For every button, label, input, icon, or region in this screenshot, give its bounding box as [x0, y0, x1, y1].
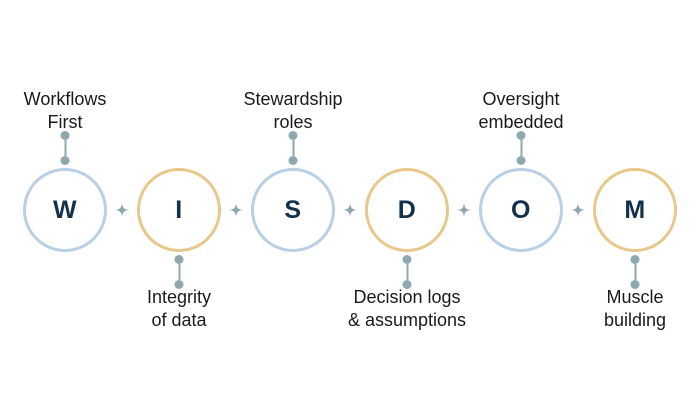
node-label-o: Oversight embedded: [478, 88, 564, 132]
connector-pin-w: [60, 131, 70, 165]
node-ring-m: [593, 168, 677, 252]
connector-dot-top: [630, 255, 640, 264]
node-label-w: Workflows First: [23, 88, 107, 132]
connector-pin-d: [402, 255, 412, 289]
wisdom-node-d[interactable]: D Decision logs & assumptions: [348, 164, 466, 330]
connector-stem: [64, 140, 66, 156]
connector-pin-o: [516, 131, 526, 165]
node-ring-d: [365, 168, 449, 252]
connector-dot-bottom: [288, 156, 298, 165]
node-letter-s: S: [284, 195, 302, 224]
connector-stem: [406, 264, 408, 280]
node-label-s: Stewardship roles: [243, 88, 343, 132]
sparkle-four-point-icon: [567, 199, 589, 221]
connector-pin-i: [174, 255, 184, 289]
connector-dot-top: [516, 131, 526, 140]
node-letter-o: O: [511, 195, 531, 224]
node-letter-m: M: [624, 195, 646, 224]
wisdom-node-o[interactable]: Oversight embedded O: [475, 89, 567, 256]
connector-stem: [634, 264, 636, 280]
wisdom-node-i[interactable]: I Integrity of data: [133, 164, 225, 330]
connector-dot-top: [60, 131, 70, 140]
node-ring-o: [479, 168, 563, 252]
node-letter-d: D: [397, 195, 417, 224]
connector-dot-bottom: [516, 156, 526, 165]
wisdom-node-w[interactable]: Workflows First W: [19, 89, 111, 256]
sparkle-four-point-icon: [453, 199, 475, 221]
connector-stem: [292, 140, 294, 156]
sparkle-four-point-icon: [111, 199, 133, 221]
sparkle-four-point-icon: [339, 199, 361, 221]
connector-dot-bottom: [174, 280, 184, 289]
connector-dot-top: [288, 131, 298, 140]
connector-dot-top: [402, 255, 412, 264]
node-label-d: Decision logs & assumptions: [347, 287, 467, 331]
connector-stem: [520, 140, 522, 156]
wisdom-node-s[interactable]: Stewardship roles S: [243, 89, 343, 256]
node-label-m: Muscle building: [603, 287, 667, 331]
connector-dot-bottom: [402, 280, 412, 289]
connector-dot-bottom: [630, 280, 640, 289]
connector-stem: [178, 264, 180, 280]
node-ring-i: [137, 168, 221, 252]
connector-dot-bottom: [60, 156, 70, 165]
connector-pin-m: [630, 255, 640, 289]
node-ring-s: [251, 168, 335, 252]
node-letter-w: W: [52, 195, 78, 224]
connector-pin-s: [288, 131, 298, 165]
connector-dot-top: [174, 255, 184, 264]
node-label-i: Integrity of data: [146, 287, 212, 331]
node-ring-w: [23, 168, 107, 252]
sparkle-four-point-icon: [225, 199, 247, 221]
node-letter-i: I: [175, 195, 183, 224]
wisdom-node-m[interactable]: M Muscle building: [589, 164, 681, 330]
